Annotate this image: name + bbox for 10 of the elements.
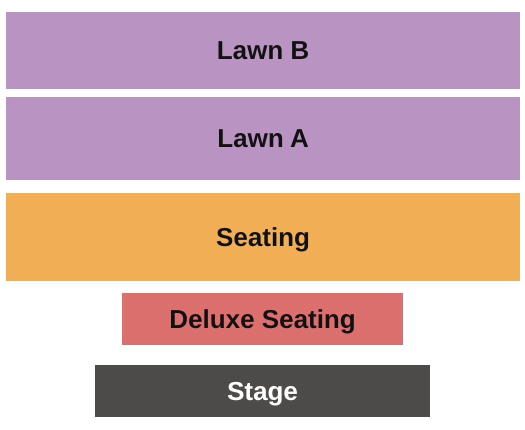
seating-section [6, 97, 520, 180]
section-label: Seating [216, 222, 310, 252]
section-label: Stage [227, 376, 298, 406]
seating-section [6, 12, 520, 89]
section-label: Lawn A [217, 123, 309, 154]
seating-section [6, 193, 520, 281]
section-label: Lawn B [216, 35, 310, 66]
stage-area [95, 365, 430, 417]
seating-section [122, 293, 403, 345]
section-label: Deluxe Seating [169, 304, 356, 334]
